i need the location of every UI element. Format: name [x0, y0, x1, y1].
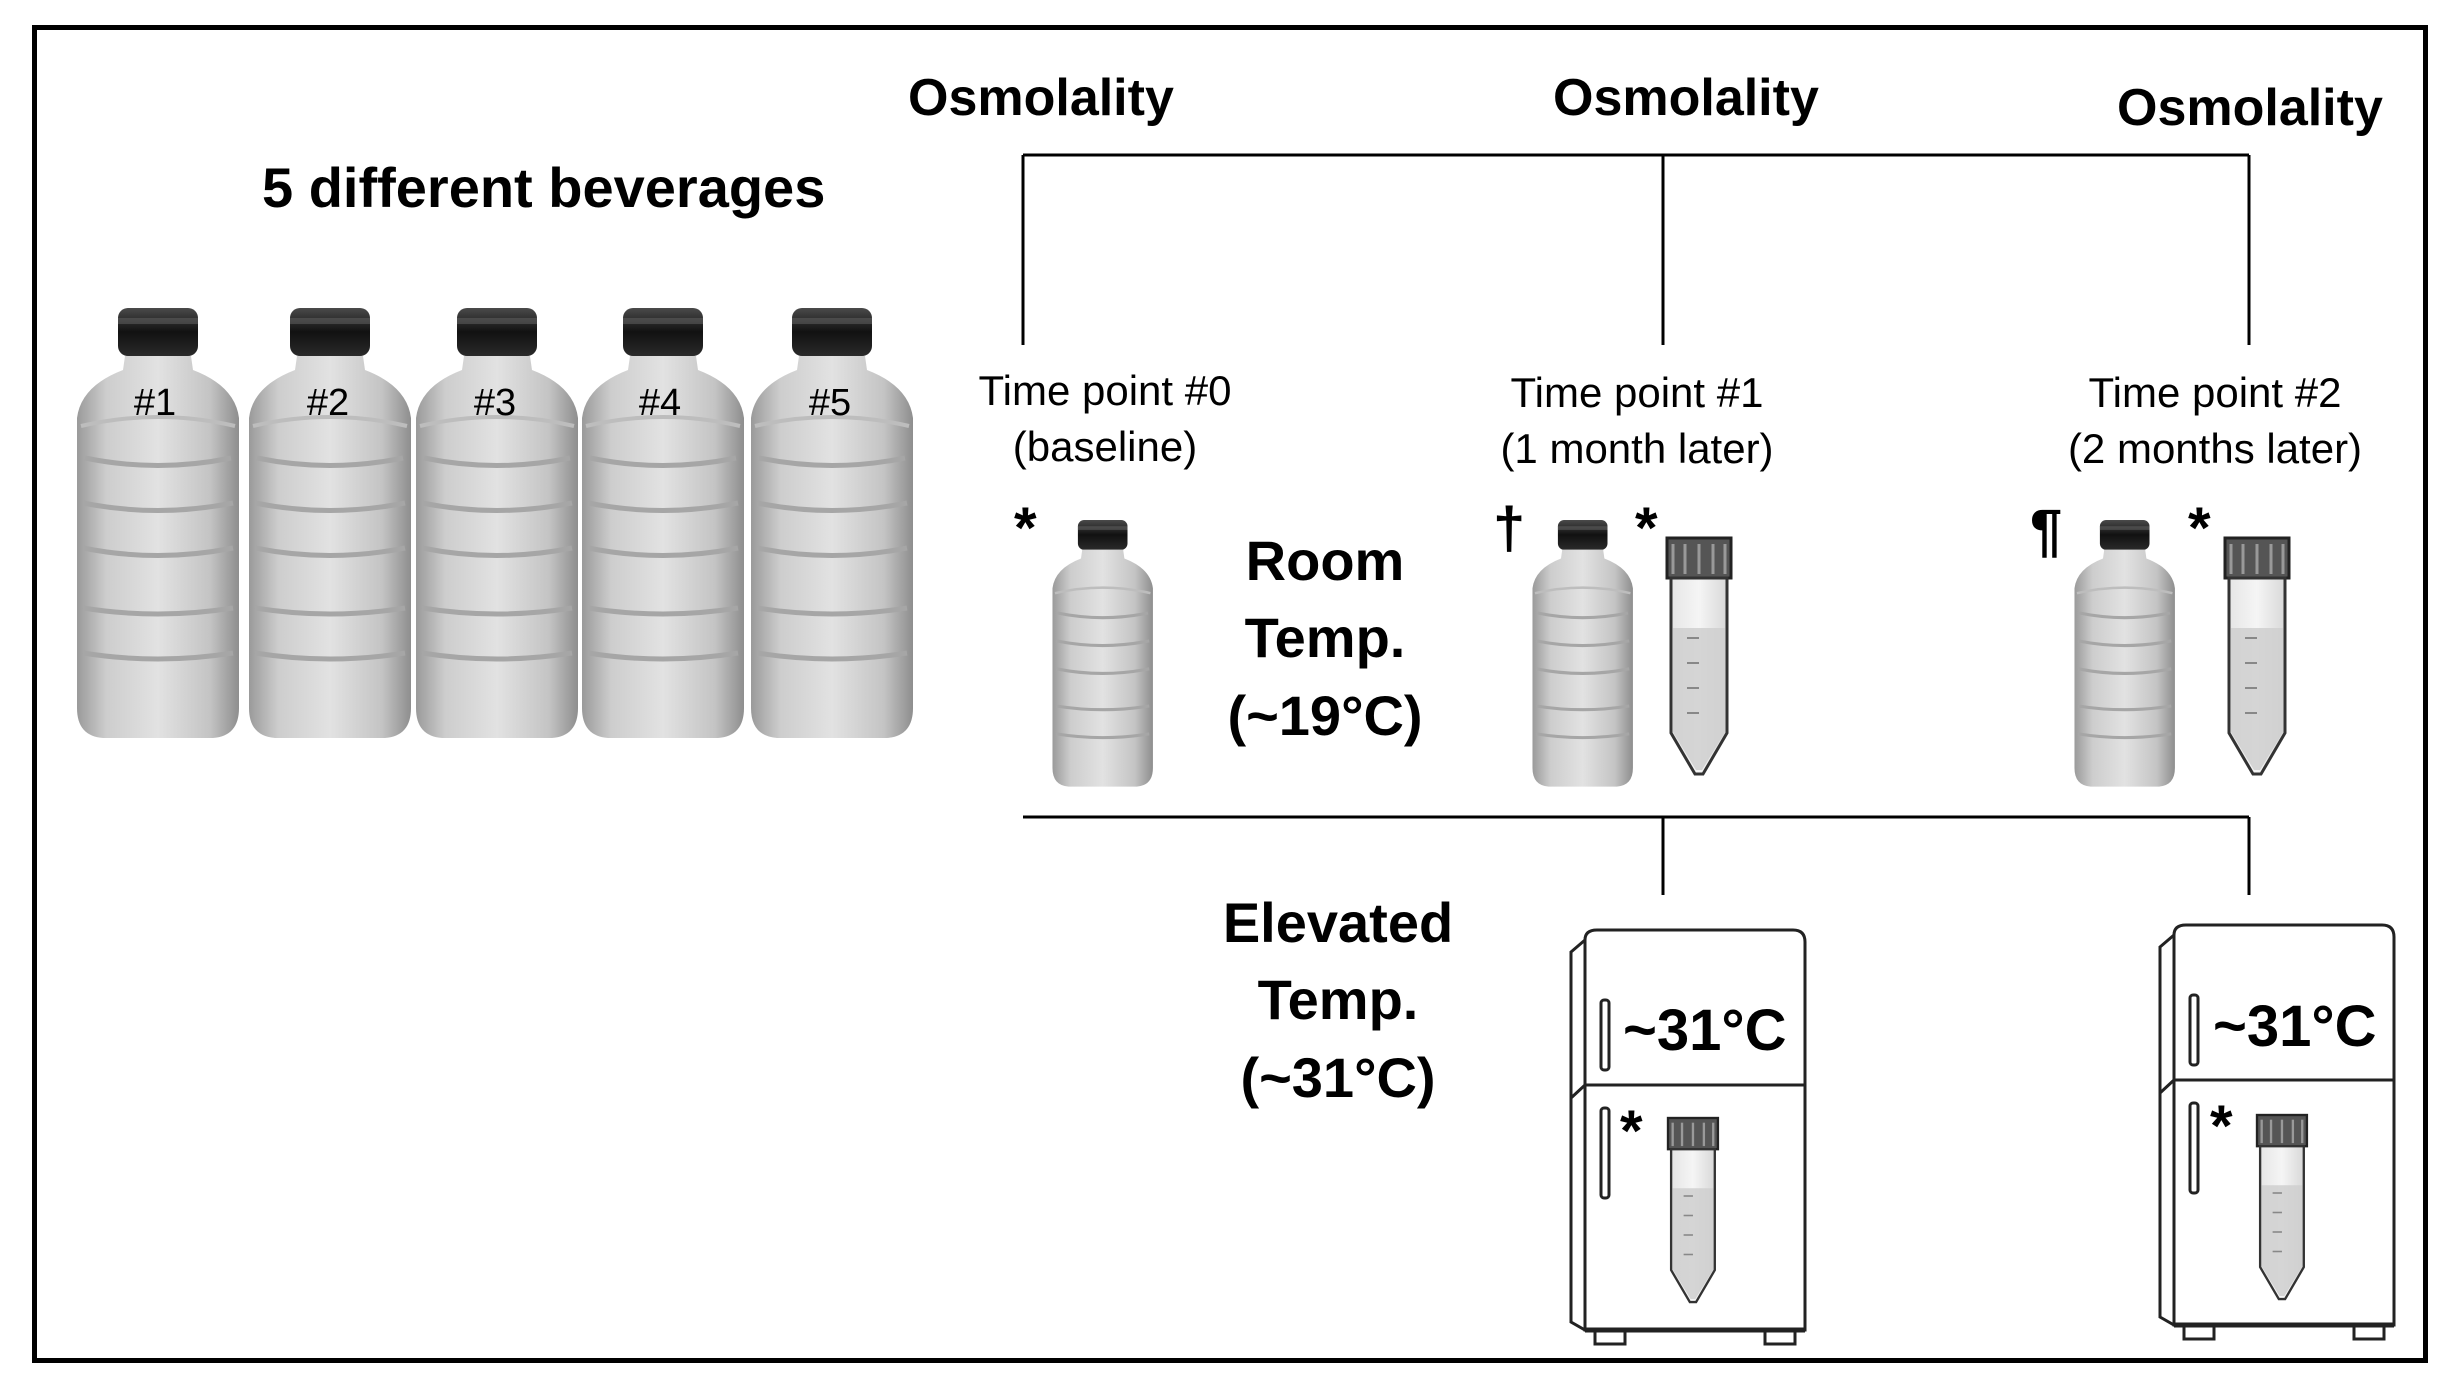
fridge-temp-label: ~31°C — [2213, 994, 2377, 1059]
elevated-connector-lines — [1023, 815, 2251, 895]
asterisk-mark: * — [1635, 496, 1658, 561]
room-temp-line: Room — [1245, 529, 1405, 592]
time-point-2: Time point #2 (2 months later) — [2068, 372, 2362, 484]
diagram-title: 5 different beverages — [262, 156, 826, 219]
centrifuge-tube-icon — [2223, 536, 2291, 776]
osmolality-connector-lines — [1021, 153, 2251, 345]
elevated-temp-label: Elevated Temp. (~31°C) — [1223, 884, 1453, 1116]
time-point-label: Time point #0 — [978, 367, 1232, 414]
time-point-0: Time point #0 (baseline) — [979, 370, 1232, 482]
asterisk-mark: * — [2210, 1094, 2233, 1159]
bottle-number: #2 — [306, 382, 350, 424]
centrifuge-tube-icon — [1666, 1116, 1720, 1304]
asterisk-mark: * — [2188, 496, 2211, 561]
time-point-label: Time point #2 — [2088, 369, 2342, 416]
osmolality-label: Osmolality — [2117, 79, 2383, 137]
asterisk-mark: * — [1014, 496, 1037, 561]
time-point-label: Time point #1 — [1510, 369, 1764, 416]
bottle-icon — [77, 308, 239, 738]
bottle-icon — [582, 308, 744, 738]
centrifuge-tube-icon — [1665, 536, 1733, 776]
time-point-sub: (1 month later) — [1500, 425, 1774, 472]
bottle-number: #3 — [473, 382, 517, 424]
fridge-temp-label: ~31°C — [1623, 998, 1787, 1063]
bottle-icon — [751, 308, 913, 738]
bottle-icon — [1530, 518, 1635, 789]
time-point-sub: (baseline) — [1012, 423, 1198, 470]
bottle-number: #5 — [808, 382, 852, 424]
room-temp-line: (~19°C) — [1227, 683, 1423, 747]
bottle-icon — [2072, 518, 2177, 789]
figure-frame — [32, 25, 2428, 1363]
pilcrow-mark: ¶ — [2030, 498, 2063, 563]
room-temp-label: Room Temp. (~19°C) — [1227, 522, 1422, 754]
time-point-sub: (2 months later) — [2067, 425, 2363, 472]
elevated-temp-line: (~31°C) — [1240, 1045, 1436, 1109]
room-temp-line: Temp. — [1244, 606, 1406, 670]
dagger-mark: † — [1493, 496, 1526, 561]
bottle-icon — [416, 308, 578, 738]
bottle-number: #1 — [133, 382, 177, 424]
elevated-temp-fridges — [1571, 925, 2394, 1344]
osmolality-label: Osmolality — [908, 69, 1174, 127]
bottle-icon — [1050, 518, 1155, 789]
time-point-1: Time point #1 (1 month later) — [1500, 372, 1773, 484]
elevated-temp-line: Temp. — [1257, 968, 1419, 1032]
bottle-icon — [249, 308, 411, 738]
centrifuge-tube-icon — [2255, 1113, 2309, 1301]
elevated-temp-line: Elevated — [1222, 891, 1454, 954]
asterisk-mark: * — [1620, 1099, 1643, 1164]
bottle-number: #4 — [638, 382, 682, 424]
osmolality-label: Osmolality — [1553, 69, 1819, 127]
beverage-bottles — [77, 308, 913, 738]
